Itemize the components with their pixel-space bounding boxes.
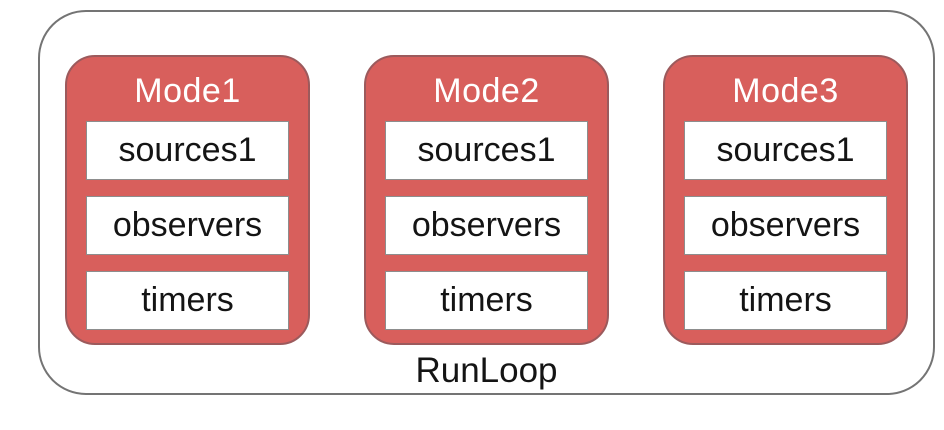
- runloop-container: Mode1 sources1 observers timers Mode2 so…: [38, 10, 935, 395]
- mode2-sources-box: sources1: [385, 121, 588, 180]
- runloop-label: RunLoop: [415, 351, 558, 390]
- mode2-title: Mode2: [433, 72, 540, 110]
- mode-card-mode1: Mode1 sources1 observers timers: [65, 55, 310, 345]
- mode1-title: Mode1: [134, 72, 241, 110]
- mode3-items: sources1 observers timers: [665, 121, 906, 330]
- mode1-observers-box: observers: [86, 196, 289, 255]
- mode3-sources-box: sources1: [684, 121, 887, 180]
- mode1-timers-box: timers: [86, 271, 289, 330]
- mode2-timers-box: timers: [385, 271, 588, 330]
- mode3-title: Mode3: [732, 72, 839, 110]
- mode1-sources-box: sources1: [86, 121, 289, 180]
- mode-cards-row: Mode1 sources1 observers timers Mode2 so…: [65, 55, 908, 345]
- mode2-items: sources1 observers timers: [366, 121, 607, 330]
- mode3-observers-box: observers: [684, 196, 887, 255]
- mode-card-mode2: Mode2 sources1 observers timers: [364, 55, 609, 345]
- mode2-observers-box: observers: [385, 196, 588, 255]
- mode-card-mode3: Mode3 sources1 observers timers: [663, 55, 908, 345]
- mode1-items: sources1 observers timers: [67, 121, 308, 330]
- mode3-timers-box: timers: [684, 271, 887, 330]
